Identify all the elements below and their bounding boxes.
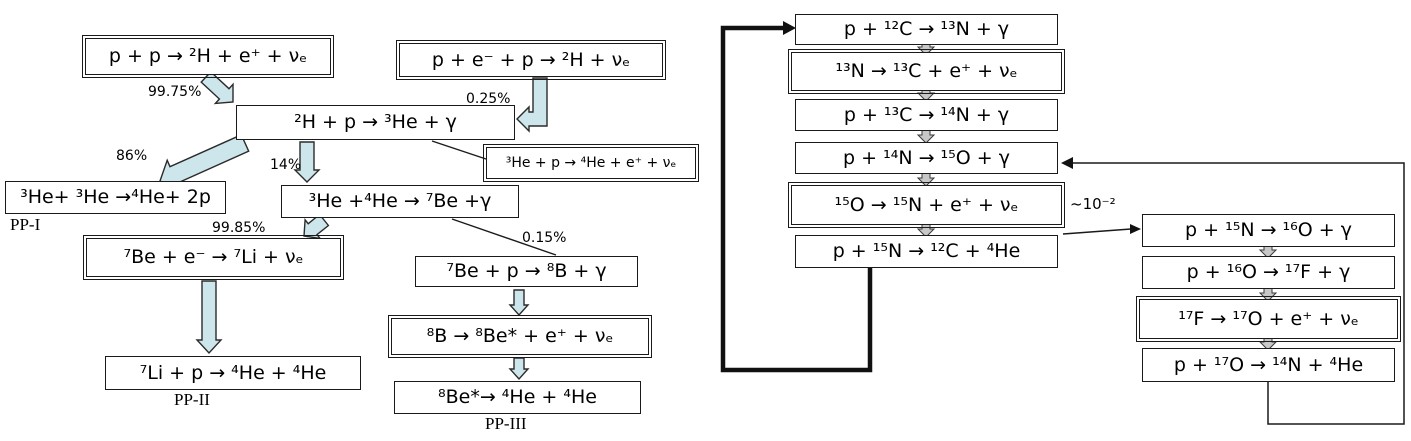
- cno-branch-line: [1062, 228, 1132, 235]
- cno2-loop-arrowhead: [1061, 157, 1073, 169]
- arrow-he3he4-to-be7e: [303, 213, 330, 240]
- reaction-box-be7e: ⁷Be + e⁻ → ⁷Li + νₑ: [82, 234, 345, 281]
- cno1-loop-arrowhead: [783, 21, 796, 35]
- reaction-box-b8: ⁸B → ⁸Be* + e⁺ + νₑ: [387, 314, 653, 359]
- arrow-dp-to-he3he4: [293, 141, 321, 183]
- branch-percent-86: 86%: [116, 148, 148, 164]
- cno2-box-p16o: p + ¹⁶O → ¹⁷F + γ: [1142, 256, 1395, 289]
- reaction-box-pep: p + e⁻ + p → ²H + νₑ: [395, 39, 667, 81]
- reaction-box-pp: p + p → ²H + e⁺ + νₑ: [81, 34, 335, 79]
- cno1-box-p14n: p + ¹⁴N → ¹⁵O + γ: [795, 142, 1058, 174]
- cno2-loop-line: [1073, 162, 1405, 425]
- branch-percent-14: 14%: [270, 157, 302, 173]
- line-dp-to-hep: [431, 140, 487, 160]
- branch-percent-015: 0.15%: [522, 230, 567, 246]
- reaction-box-be7p: ⁷Be + p → ⁸B + γ: [415, 256, 638, 287]
- cno1-box-p12c: p + ¹²C → ¹³N + γ: [795, 14, 1058, 45]
- cno-branch-arrowhead: [1130, 224, 1141, 234]
- reaction-box-he3he3: ³He+ ³He →⁴He+ 2p: [5, 181, 226, 214]
- chain-label-pp1: PP-I: [10, 215, 41, 234]
- branch-percent-pep: 0.25%: [466, 91, 511, 107]
- branch-percent-pp: 99.75%: [148, 84, 202, 100]
- cno-branch-probability: ~10⁻²: [1070, 195, 1116, 213]
- reaction-box-dp: ²H + p → ³He + γ: [236, 105, 515, 140]
- cno2-box-p17o: p + ¹⁷O → ¹⁴N + ⁴He: [1142, 348, 1395, 382]
- cno1-box-p15n: p + ¹⁵N → ¹²C + ⁴He: [795, 235, 1058, 268]
- cno1-box-13n: ¹³N → ¹³C + e⁺ + νₑ: [787, 48, 1066, 95]
- reaction-box-hep: ³He + p → ⁴He + e⁺ + νₑ: [482, 143, 700, 183]
- arrow-be7e-to-li7p: [195, 280, 223, 355]
- arrow-pp-to-dp: [200, 70, 234, 105]
- cno1-box-15o: ¹⁵O → ¹⁵N + e⁺ + νₑ: [787, 181, 1066, 229]
- chain-label-pp3: PP-III: [485, 414, 527, 433]
- arrow-pep-to-dp: [516, 77, 548, 133]
- arrow-b8-to-be8: [508, 357, 530, 381]
- reaction-box-he3he4: ³He +⁴He → ⁷Be +γ: [281, 185, 519, 218]
- cno1-loop-line: [720, 25, 873, 373]
- line-he3he4-to-be7p: [451, 218, 557, 256]
- reaction-box-be8: ⁸Be*→ ⁴He + ⁴He: [394, 381, 641, 414]
- cno1-box-p13c: p + ¹³C → ¹⁴N + γ: [795, 99, 1058, 131]
- cno2-box-17f: ¹⁷F → ¹⁷O + e⁺ + νₑ: [1135, 295, 1402, 343]
- cno2-box-p15n: p + ¹⁵N → ¹⁶O + γ: [1142, 214, 1395, 247]
- branch-percent-9985: 99.85%: [212, 220, 266, 236]
- arrow-be7p-to-b8: [508, 289, 530, 317]
- reaction-box-li7p: ⁷Li + p → ⁴He + ⁴He: [105, 356, 361, 390]
- chain-label-pp2: PP-II: [174, 390, 210, 409]
